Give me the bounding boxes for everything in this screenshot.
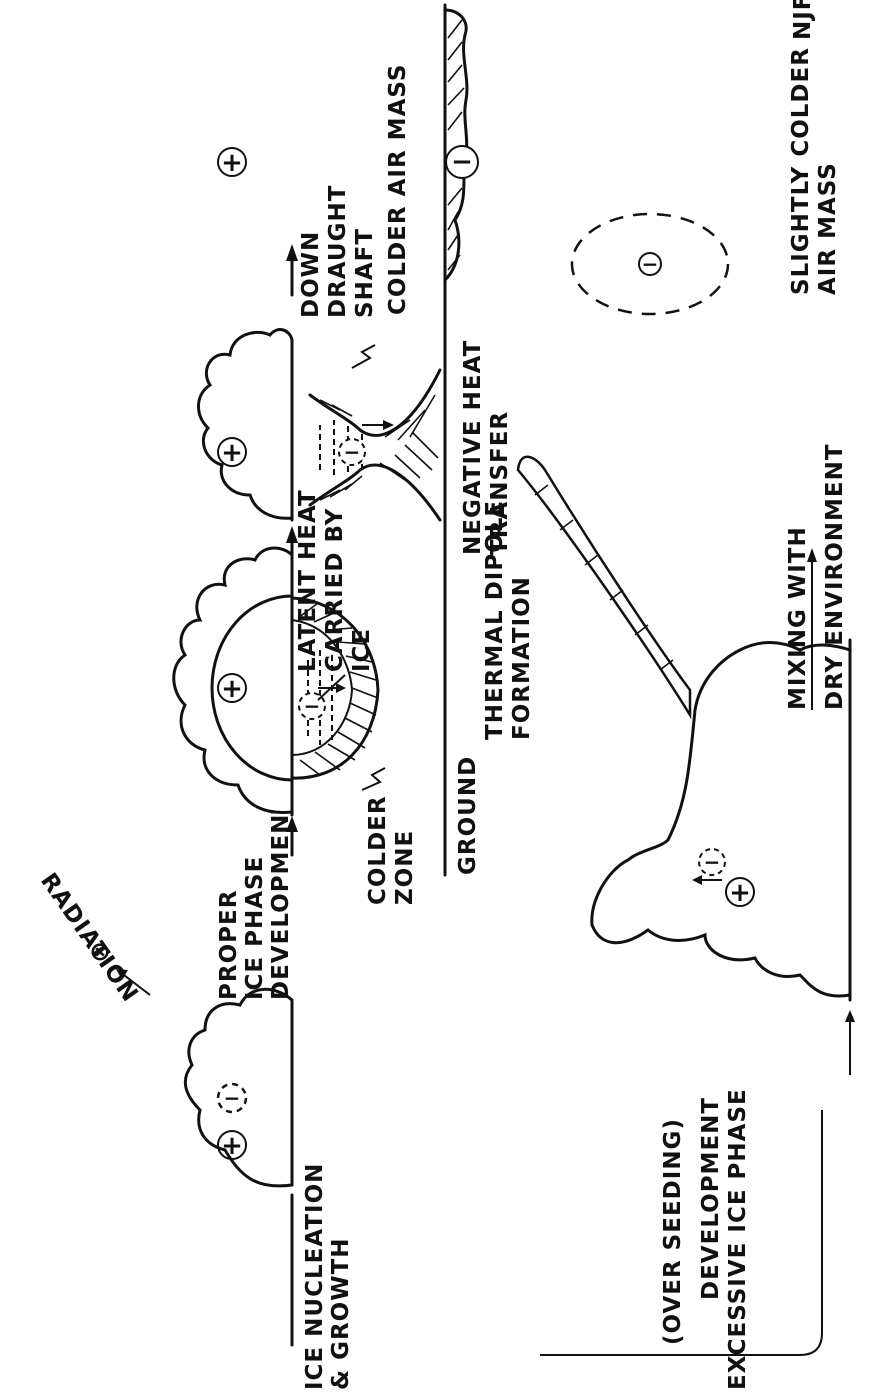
negative-label-1: NEGATIVE HEAT <box>460 340 486 555</box>
bottom-plus: + <box>729 878 751 908</box>
mixing-label-1: MIXING WITH <box>785 526 811 710</box>
latent-label-2: CARRIED BY <box>322 508 348 672</box>
bottom-minus: − <box>704 850 721 874</box>
radiation-label: RADIATION <box>35 869 143 1008</box>
flow-arrow-3-head <box>286 244 298 261</box>
stage2-down-arrowhead <box>336 683 346 693</box>
stage3-down-arrowhead <box>383 420 394 430</box>
slightly-colder-label-1: SLIGHTLY COLDER <box>788 47 814 295</box>
downdraught-label-3: SHAFT <box>352 228 378 318</box>
negative-label-2: TRANSFER <box>487 411 513 555</box>
excessive-arrowhead <box>845 1010 855 1022</box>
artist-initials: NJF <box>790 0 816 40</box>
stage3-minus: − <box>344 440 361 464</box>
ice-nucleation-label: ICE NUCLEATION <box>302 1163 328 1390</box>
ice-growth-label: & GROWTH <box>328 1237 354 1390</box>
over-seeding-label: (OVER SEEDING) <box>660 1118 686 1345</box>
stage1-plus: + <box>221 1131 243 1161</box>
latent-label-3: ICE <box>349 628 375 672</box>
excessive-label-1: EXCESSIVE ICE PHASE <box>725 1088 751 1390</box>
downdraught-label-1: DOWN <box>298 231 324 318</box>
colder-zone-pointer <box>362 768 385 790</box>
top-flow: + − ⊗ RADIATION ICE NUCLEATION & GROWTH … <box>35 5 535 1390</box>
stage3-plus: + <box>221 438 243 468</box>
bottom-flow: EXCESSIVE ICE PHASE DEVELOPMENT (OVER SE… <box>518 0 855 1390</box>
ground-label: GROUND <box>455 756 481 875</box>
colder-zone-label-2: ZONE <box>392 830 418 905</box>
slightly-colder-minus: − <box>642 252 659 276</box>
slightly-colder-label-2: AIR MASS <box>815 162 841 295</box>
stage3-cloud <box>198 330 292 519</box>
downdraught-hatch <box>320 395 438 500</box>
stage2-plus: + <box>221 674 243 704</box>
excessive-label-2: DEVELOPMENT <box>698 1097 724 1300</box>
final-plus: + <box>221 148 243 178</box>
colder-air-mass-label: COLDER AIR MASS <box>385 64 411 315</box>
colder-air-minus: − <box>451 147 473 177</box>
anvil-streamer <box>518 457 690 715</box>
stage1-minus: − <box>224 1086 241 1110</box>
mixing-label-2: DRY ENVIRONMENT <box>822 443 848 710</box>
downdraught-label-2: DRAUGHT <box>325 185 351 318</box>
stage2-minus: − <box>304 694 321 718</box>
latent-label-1: LATENT HEAT <box>295 489 321 672</box>
thermal-label-2: FORMATION <box>509 576 535 740</box>
proper-label-2: ICE PHASE <box>242 856 268 1000</box>
proper-label-1: PROPER <box>216 890 242 1000</box>
downdraught-pointer <box>352 345 375 368</box>
colder-zone-label-1: COLDER <box>365 795 391 905</box>
